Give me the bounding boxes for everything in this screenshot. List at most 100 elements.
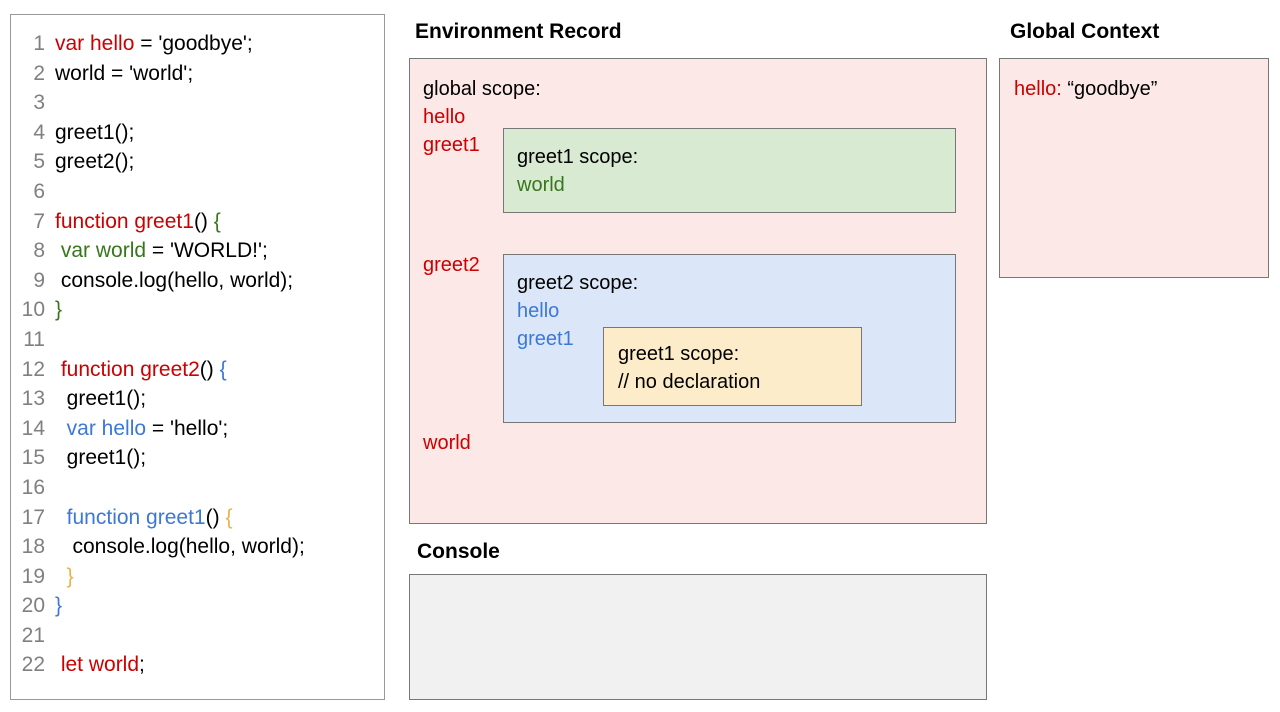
greet2-blue-binding-greet1: greet1 bbox=[517, 328, 574, 350]
line-number: 9 bbox=[33, 268, 45, 292]
line-text: console.log(hello, world); bbox=[55, 266, 293, 296]
code-token: var hello bbox=[55, 32, 135, 55]
global-context-title: Global Context bbox=[1010, 20, 1160, 43]
code-token: console.log(hello, world); bbox=[55, 268, 294, 292]
line-text: greet1(); bbox=[55, 118, 134, 148]
line-text: let world; bbox=[55, 650, 145, 680]
code-token: var world bbox=[60, 239, 147, 263]
code-line[interactable]: 15 greet1(); bbox=[21, 443, 374, 473]
line-number: 14 bbox=[21, 416, 45, 440]
code-token: = 'WORLD!'; bbox=[146, 239, 268, 263]
line-number: 7 bbox=[33, 209, 45, 233]
code-token: = 'goodbye'; bbox=[134, 32, 253, 55]
code-token: ; bbox=[139, 653, 145, 677]
line-text: greet1(); bbox=[55, 443, 146, 473]
code-token: } bbox=[66, 564, 74, 588]
line-number: 8 bbox=[33, 239, 45, 263]
global-binding-greet2: greet2 bbox=[423, 254, 480, 276]
line-number: 2 bbox=[33, 61, 45, 85]
line-number: 12 bbox=[21, 357, 45, 381]
global-binding-world: world bbox=[423, 432, 471, 454]
code-line[interactable]: 3 bbox=[21, 88, 374, 118]
code-token: function greet2 bbox=[55, 357, 200, 381]
line-text: var hello = 'hello'; bbox=[55, 414, 229, 444]
console-title: Console bbox=[417, 540, 500, 563]
global-binding-hello: hello bbox=[423, 106, 466, 128]
environment-record-title: Environment Record bbox=[415, 20, 622, 43]
greet1-green-binding-world: world bbox=[517, 174, 565, 196]
line-number: 21 bbox=[21, 623, 45, 647]
line-text: } bbox=[55, 295, 62, 325]
code-line[interactable]: 20} bbox=[21, 591, 374, 621]
console-output bbox=[410, 575, 986, 595]
global-context-box: hello: “goodbye” bbox=[999, 58, 1269, 278]
code-line[interactable]: 13 greet1(); bbox=[21, 384, 374, 414]
code-token: greet1(); bbox=[55, 446, 147, 470]
greet1-green-scope-label: greet1 scope: bbox=[517, 146, 639, 168]
line-number: 1 bbox=[33, 32, 45, 55]
code-token: { bbox=[225, 505, 233, 529]
code-line[interactable]: 14 var hello = 'hello'; bbox=[21, 414, 374, 444]
line-number: 16 bbox=[21, 475, 45, 499]
code-token: () bbox=[199, 357, 220, 381]
code-line[interactable]: 5 greet2(); bbox=[21, 147, 374, 177]
line-text: console.log(hello, world); bbox=[55, 532, 305, 562]
line-number: 10 bbox=[21, 298, 45, 322]
code-token: } bbox=[55, 594, 63, 618]
line-number: 20 bbox=[21, 594, 45, 618]
line-number: 17 bbox=[21, 505, 45, 529]
code-line[interactable]: 21 bbox=[21, 621, 374, 651]
line-number: 5 bbox=[33, 150, 45, 174]
line-text: function greet1() { bbox=[55, 503, 233, 533]
line-text: } bbox=[55, 591, 62, 621]
greet1-yellow-scope-label: greet1 scope: bbox=[618, 343, 740, 365]
code-line[interactable]: 2 world = 'world'; bbox=[21, 59, 374, 89]
code-token bbox=[55, 565, 67, 588]
code-line[interactable]: 1 var hello = 'goodbye'; bbox=[21, 29, 374, 59]
code-line[interactable]: 12 function greet2() { bbox=[21, 355, 374, 385]
line-text: greet1(); bbox=[55, 384, 146, 414]
code-token: function greet1 bbox=[66, 505, 206, 529]
code-line[interactable]: 18 console.log(hello, world); bbox=[21, 532, 374, 562]
greet2-blue-scope-label: greet2 scope: bbox=[517, 272, 639, 294]
global-context-entry-value-text: “goodbye” bbox=[1067, 78, 1158, 100]
global-binding-greet1: greet1 bbox=[423, 134, 480, 156]
code-line[interactable]: 11 bbox=[21, 325, 374, 355]
code-line[interactable]: 22 let world; bbox=[21, 650, 374, 680]
global-scope-label: global scope: bbox=[423, 78, 541, 100]
code-token: let world bbox=[55, 653, 140, 677]
line-number: 19 bbox=[21, 564, 45, 588]
code-line[interactable]: 16 bbox=[21, 473, 374, 503]
line-number: 18 bbox=[21, 535, 45, 559]
line-text: function greet2() { bbox=[55, 355, 227, 385]
line-text: } bbox=[55, 562, 74, 592]
line-text: var hello = 'goodbye'; bbox=[55, 29, 253, 59]
code-token: greet2(); bbox=[55, 150, 135, 174]
global-context-entry-key: hello: bbox=[1014, 78, 1062, 100]
code-token: () bbox=[193, 209, 214, 233]
line-text: world = 'world'; bbox=[55, 59, 193, 89]
global-context-entry: hello: “goodbye” bbox=[1014, 75, 1157, 103]
code-token: () bbox=[205, 505, 226, 529]
code-token: world = 'world'; bbox=[55, 61, 194, 85]
code-line[interactable]: 17 function greet1() { bbox=[21, 503, 374, 533]
greet2-blue-binding-hello: hello bbox=[517, 300, 560, 322]
code-token: function greet1 bbox=[55, 209, 194, 233]
code-lines-container: 1 var hello = 'goodbye'; 2 world = 'world';… bbox=[21, 29, 374, 680]
code-line[interactable]: 8 var world = 'WORLD!'; bbox=[21, 236, 374, 266]
code-line[interactable]: 10} bbox=[21, 295, 374, 325]
code-line[interactable]: 6 bbox=[21, 177, 374, 207]
line-number: 6 bbox=[33, 179, 45, 203]
line-text: var world = 'WORLD!'; bbox=[55, 236, 268, 266]
code-token: = 'hello'; bbox=[146, 416, 229, 440]
code-token bbox=[55, 506, 67, 529]
code-line[interactable]: 9 console.log(hello, world); bbox=[21, 266, 374, 296]
code-editor-panel[interactable]: 1 var hello = 'goodbye'; 2 world = 'world';… bbox=[10, 14, 385, 700]
greet2-scope-blue-box: greet2 scope: hello greet1 greet1 scope:… bbox=[503, 254, 956, 423]
code-token bbox=[55, 417, 67, 440]
code-line[interactable]: 19 } bbox=[21, 562, 374, 592]
console-box[interactable] bbox=[409, 574, 987, 700]
